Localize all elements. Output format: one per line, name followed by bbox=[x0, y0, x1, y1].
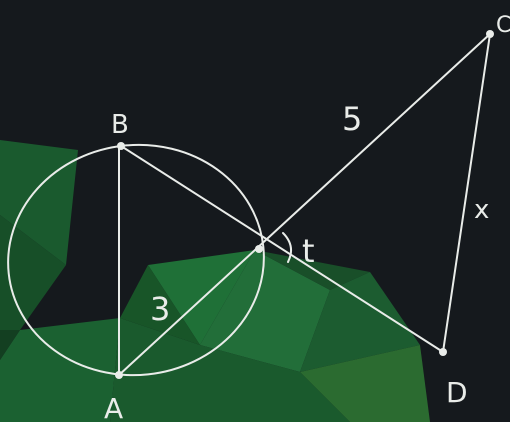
point-d bbox=[439, 348, 447, 356]
segment-cd bbox=[442, 33, 491, 353]
label-length-x: x bbox=[474, 195, 489, 225]
label-angle-t: t bbox=[302, 232, 315, 270]
label-point-a: A bbox=[104, 392, 123, 422]
label-point-c: C bbox=[496, 13, 510, 38]
point-intersection bbox=[255, 245, 263, 253]
angle-arc bbox=[282, 232, 293, 263]
point-a bbox=[115, 371, 123, 379]
label-point-b: B bbox=[111, 110, 129, 140]
points bbox=[115, 30, 494, 379]
label-length-3: 3 bbox=[150, 290, 170, 328]
point-c bbox=[486, 30, 494, 38]
label-length-5: 5 bbox=[342, 100, 362, 138]
point-b bbox=[117, 142, 125, 150]
segment-ac bbox=[118, 33, 491, 376]
label-point-d: D bbox=[446, 376, 468, 409]
segment-bd bbox=[120, 145, 444, 353]
